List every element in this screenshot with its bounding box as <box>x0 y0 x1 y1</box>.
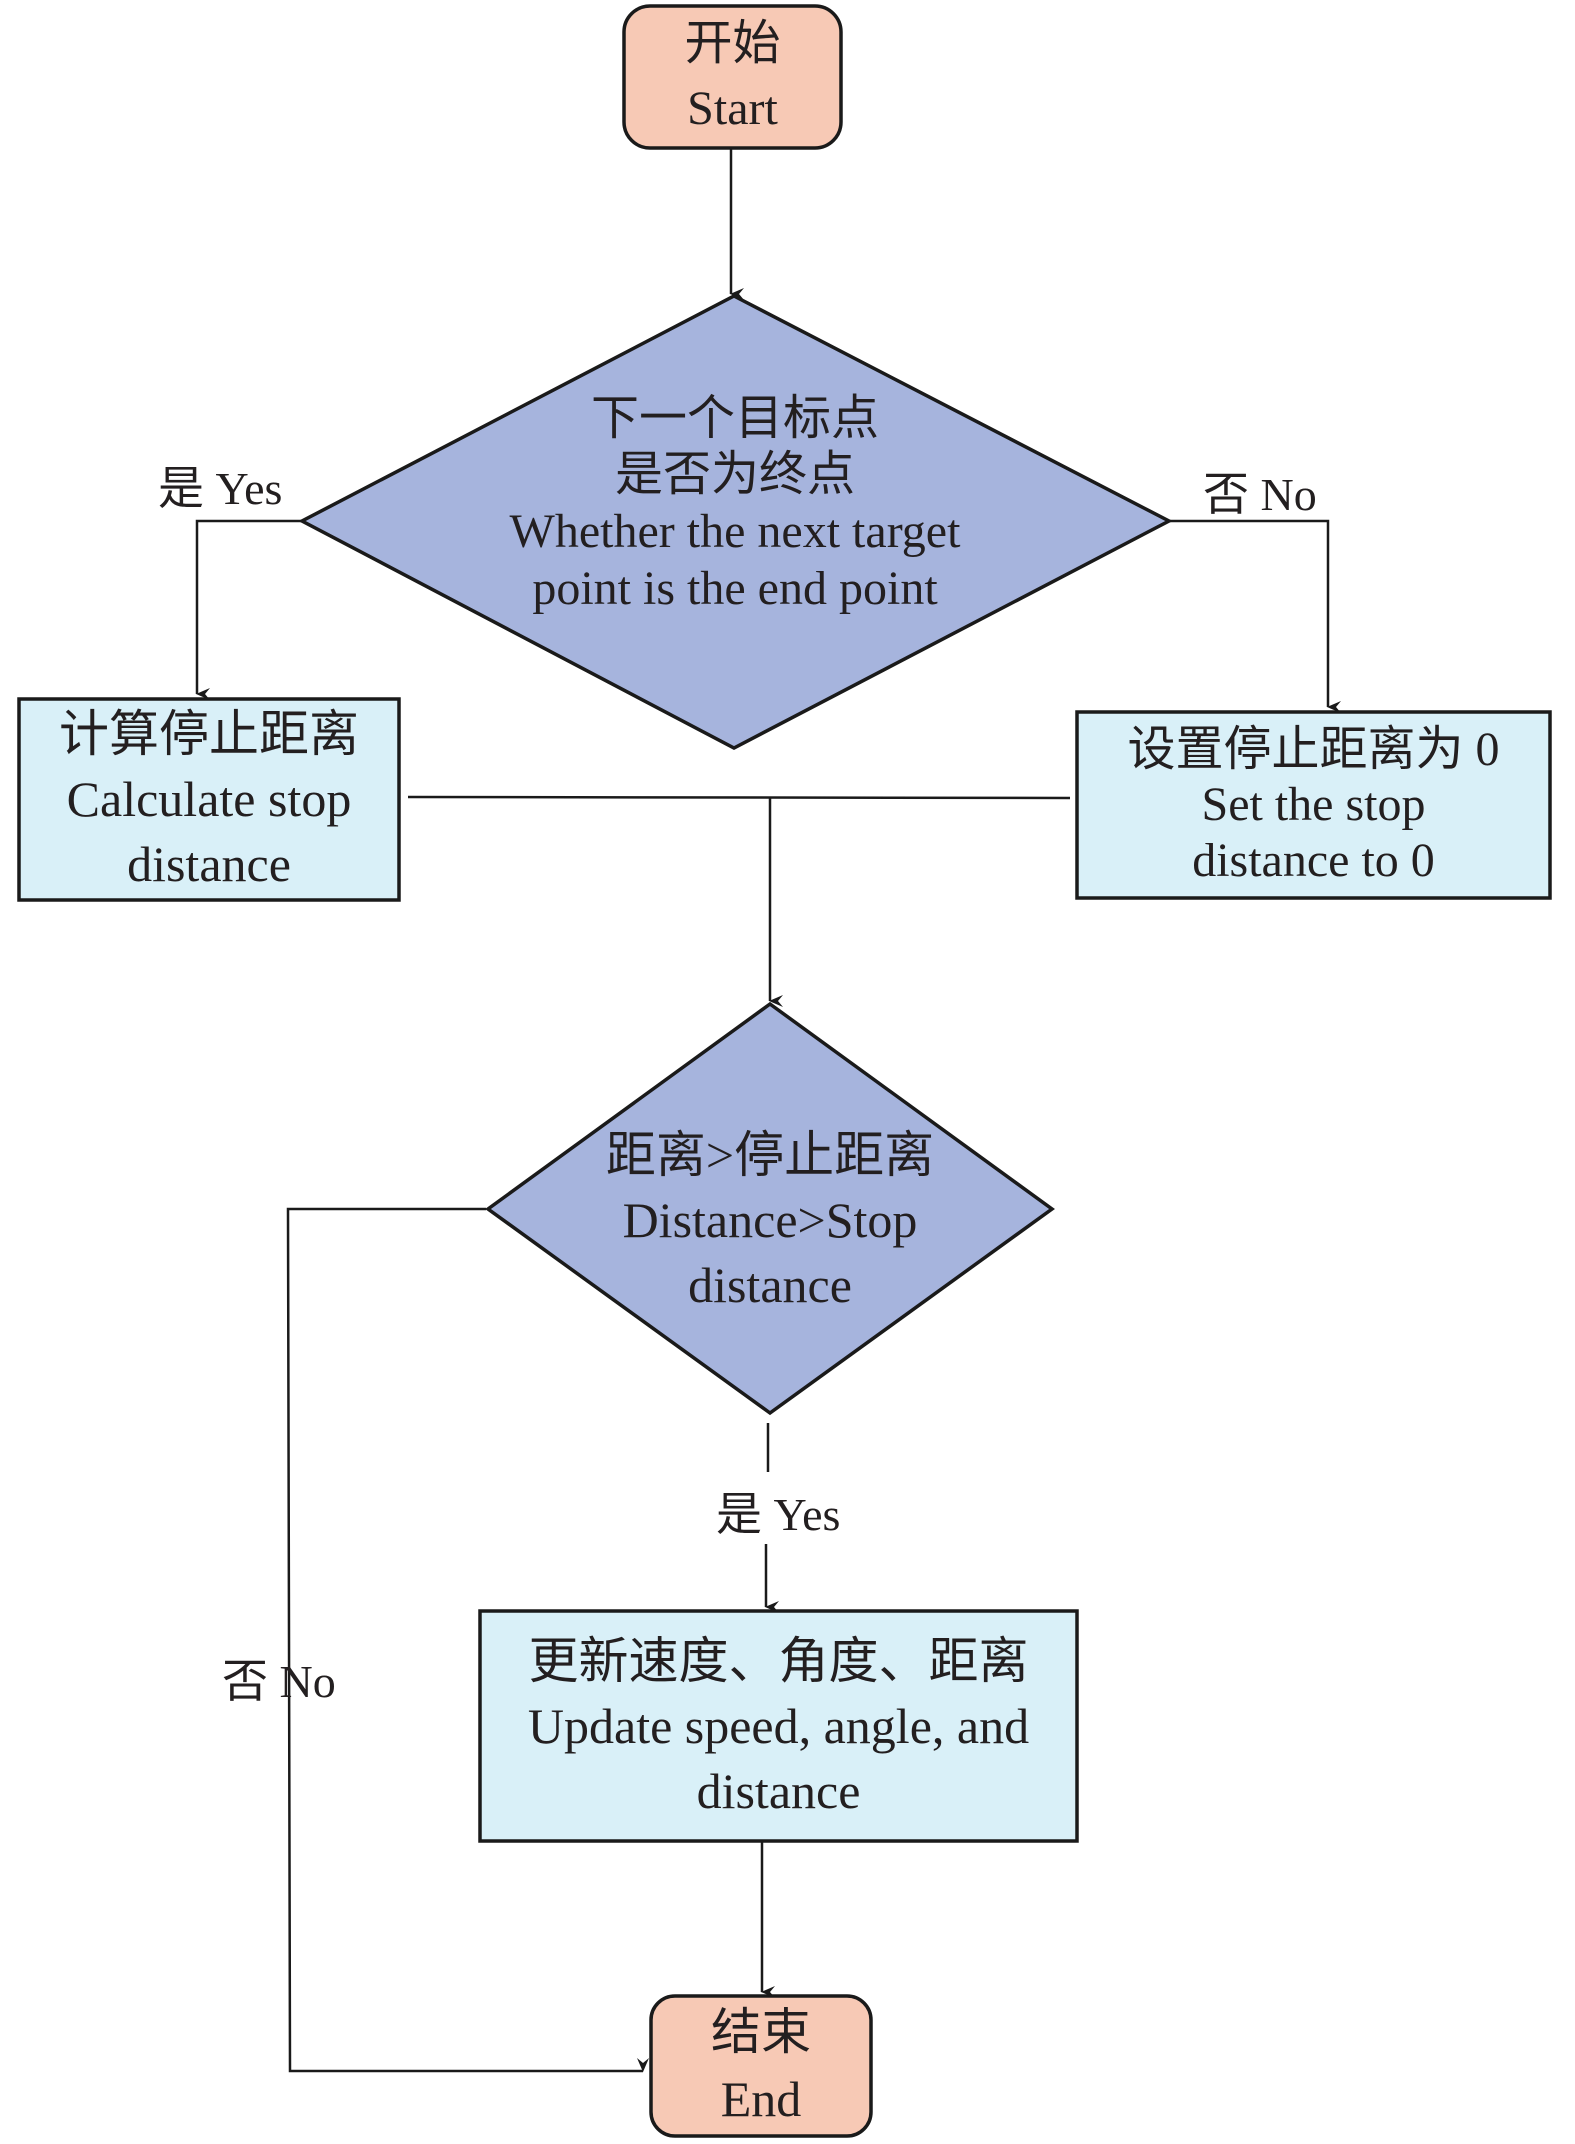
calc-stop-en-1: Calculate stop <box>66 771 352 827</box>
decision-endpoint-en-1: Whether the next target <box>509 505 961 558</box>
decision-distance-zh: 距离>停止距离 <box>605 1126 935 1183</box>
edge-label-d2-yes: 是 Yes <box>716 1478 841 1544</box>
start-terminal <box>622 4 843 150</box>
calc-stop-en-2: distance <box>127 836 291 892</box>
decision-distance-en-2: distance <box>688 1256 852 1313</box>
update-en-2: distance <box>696 1762 861 1819</box>
update-label: 更新速度、角度、距离 Update speed, angle, and dist… <box>480 1611 1077 1841</box>
end-label-en: End <box>720 2071 802 2127</box>
merge-line <box>407 795 1071 800</box>
start-label-en: Start <box>687 82 778 135</box>
update-zh: 更新速度、角度、距离 <box>528 1632 1029 1689</box>
decision-endpoint-zh-2: 是否为终点 <box>614 448 855 502</box>
end-label: 结束 End <box>651 1996 871 2136</box>
decision-distance-en-1: Distance>Stop <box>622 1191 918 1248</box>
end-terminal <box>649 1994 873 2138</box>
update-box <box>478 1609 1079 1843</box>
decision-endpoint-en-2: point is the end point <box>532 561 938 615</box>
arrow-d1-no-to-setzero <box>1169 519 1341 713</box>
start-label: 开始 Start <box>624 6 841 148</box>
edge-label-d1-yes: 是 Yes <box>158 463 283 514</box>
decision-distance-diamond <box>485 1001 1055 1416</box>
decision-endpoint-zh-1: 下一个目标点 <box>590 391 879 445</box>
set-stop-zero-en-1: Set the stop <box>1201 778 1426 832</box>
decision-distance-label: 距离>停止距离 Distance>Stop distance <box>570 1120 970 1320</box>
set-stop-zero-label: 设置停止距离为 0 Set the stop distance to 0 <box>1077 712 1550 898</box>
calc-stop-label: 计算停止距离 Calculate stop distance <box>19 699 399 900</box>
start-label-zh: 开始 <box>684 17 781 71</box>
set-stop-zero-box <box>1075 710 1552 900</box>
arrow-d1-yes-to-calc <box>195 519 302 700</box>
set-stop-zero-zh: 设置停止距离为 0 <box>1127 723 1500 777</box>
decision-endpoint-diamond <box>298 294 1173 750</box>
end-label-zh: 结束 <box>711 2003 811 2060</box>
calc-stop-box <box>17 697 401 902</box>
arrow-d2-no-to-end <box>286 1207 649 2073</box>
set-stop-zero-en-2: distance to 0 <box>1192 833 1435 887</box>
update-en-1: Update speed, angle, and <box>527 1697 1030 1754</box>
calc-stop-zh: 计算停止距离 <box>59 706 359 762</box>
edge-label-d1-no: 否 No <box>1203 469 1317 520</box>
edge-label-d2-no: 否 No <box>222 1656 336 1707</box>
decision-endpoint-label: 下一个目标点 是否为终点 Whether the next target poi… <box>430 384 1040 624</box>
